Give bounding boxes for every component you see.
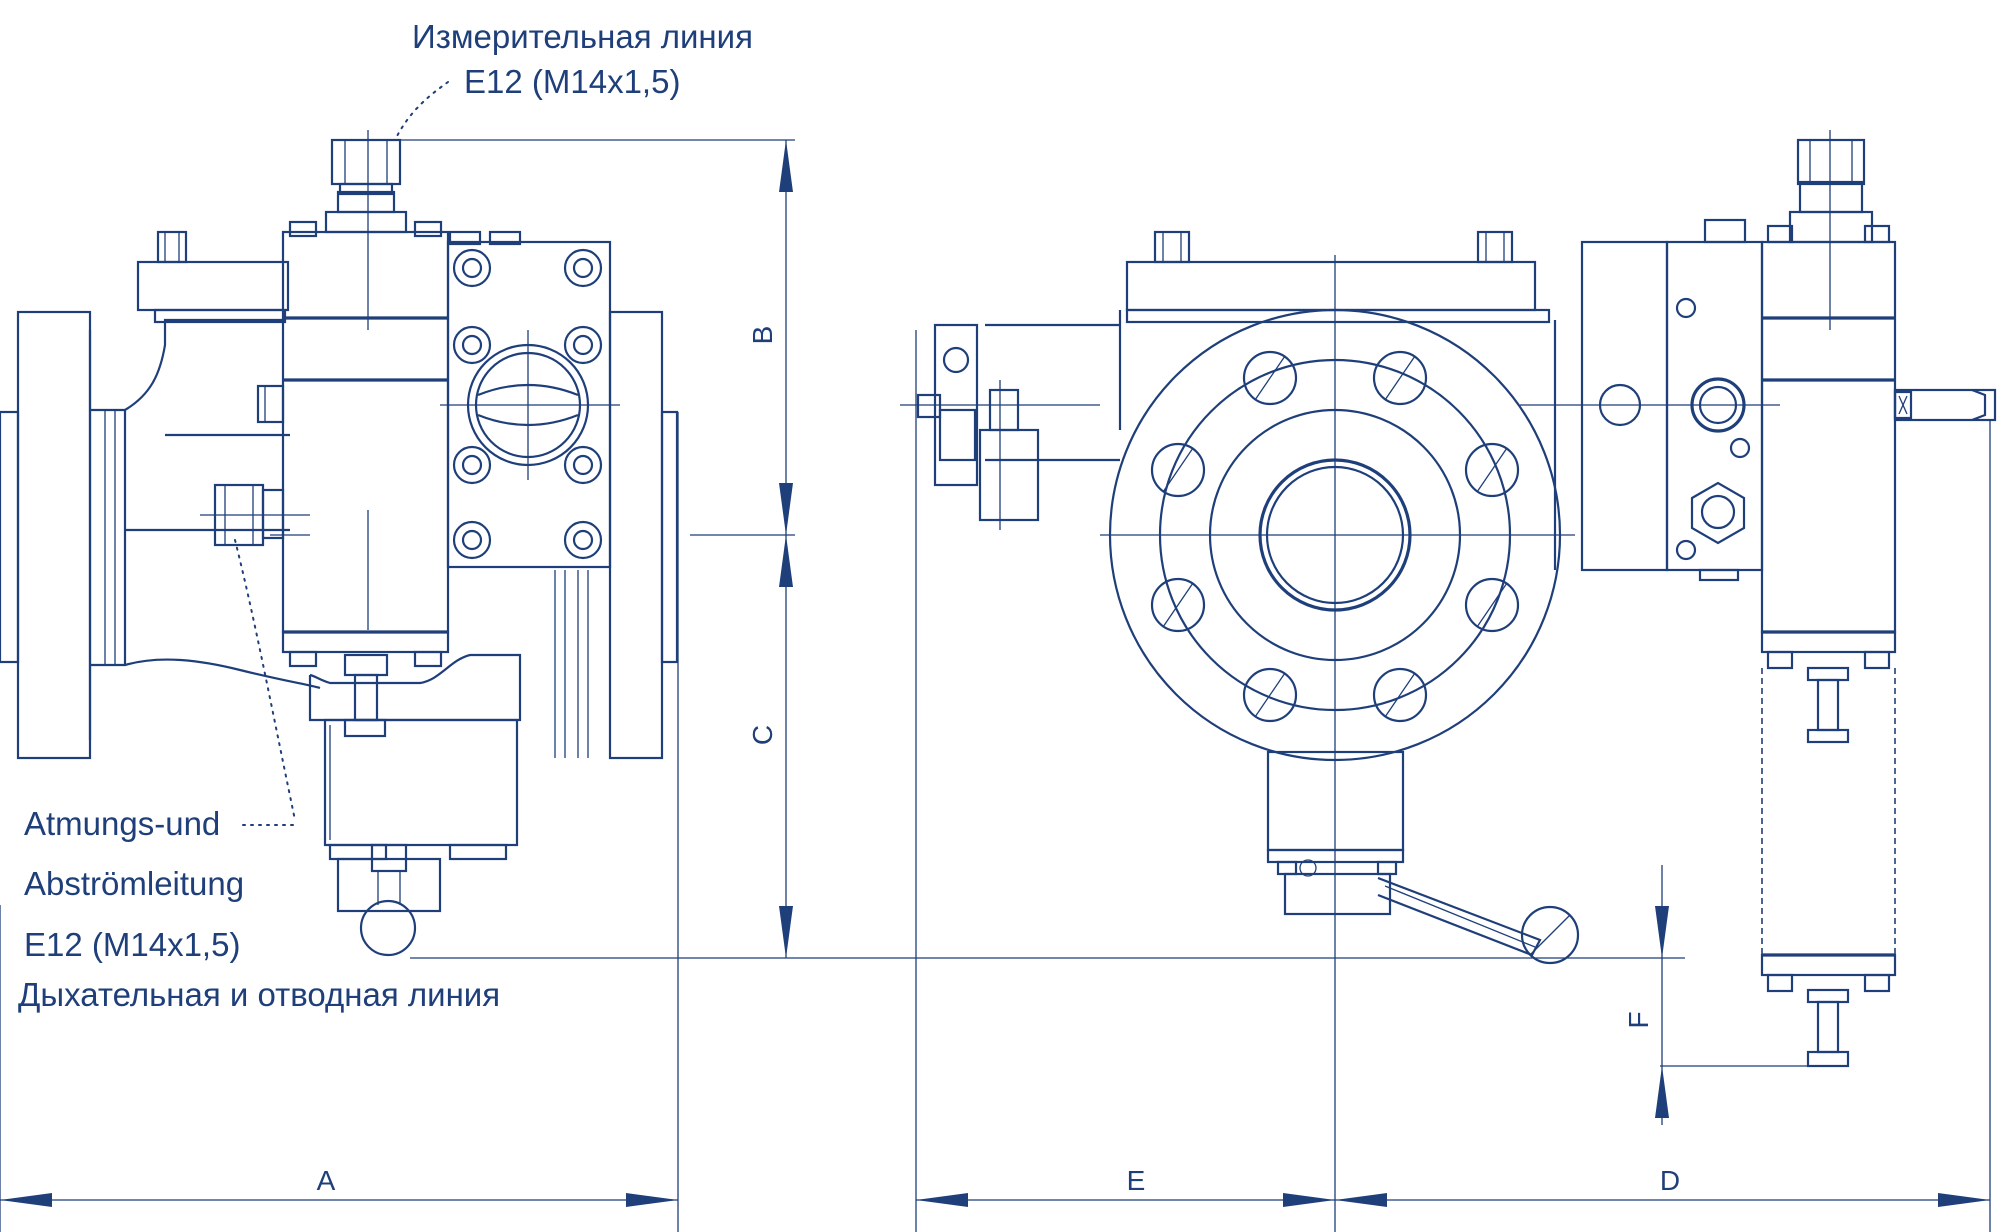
front-view xyxy=(0,130,679,957)
breathing-line-label-ru: Дыхательная и отводная линия xyxy=(18,976,500,1013)
breathing-line-label-de-1: Atmungs-und xyxy=(24,805,220,842)
dimension-a-label: A xyxy=(317,1165,336,1196)
dimension-lines: B C F A E D xyxy=(0,139,1991,1232)
breathing-line-label-de-2: Abströmleitung xyxy=(24,865,244,902)
side-view xyxy=(900,130,1997,1232)
dimension-d-label: D xyxy=(1660,1165,1680,1196)
breathing-line-thread-label: E12 (M14x1,5) xyxy=(24,926,240,963)
dimension-c-label: C xyxy=(747,725,778,745)
measuring-line-label: Измерительная линия xyxy=(412,18,753,55)
flange-bolt-holes xyxy=(1150,350,1520,723)
annotations: Измерительная линия E12 (M14x1,5) Atmung… xyxy=(18,18,753,1013)
dimension-e-label: E xyxy=(1127,1165,1146,1196)
measuring-line-thread-label: E12 (M14x1,5) xyxy=(464,63,680,100)
dimension-b-label: B xyxy=(747,326,778,345)
dimension-f-label: F xyxy=(1623,1011,1654,1028)
